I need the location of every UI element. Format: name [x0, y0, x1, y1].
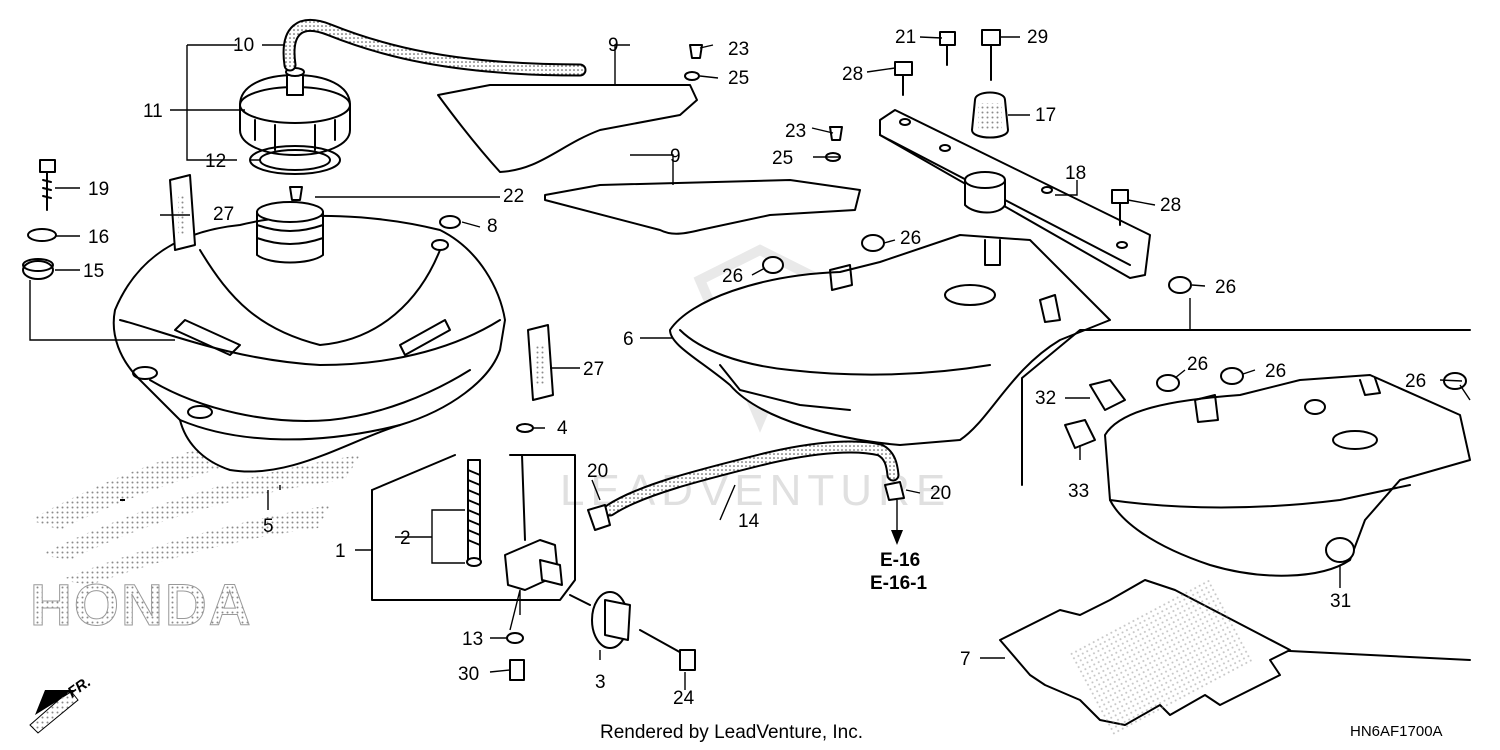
- callout-26-f: 26: [1405, 371, 1426, 392]
- callout-14: 14: [738, 511, 760, 532]
- front-direction-arrow: FR.: [29, 673, 94, 734]
- bolt-28-right: [1111, 189, 1129, 226]
- reference-page-e16: E-16: [880, 550, 920, 571]
- grommet-8: [439, 215, 461, 229]
- cap-gasket: [249, 145, 341, 175]
- reference-page-e16-1: E-16-1: [870, 573, 927, 594]
- clip-32: [1089, 379, 1126, 411]
- callout-18: 18: [1065, 163, 1086, 184]
- diagram-code: HN6AF1700A: [1350, 723, 1443, 740]
- side-cover-upper: [437, 84, 698, 173]
- callout-26-c: 26: [1215, 277, 1236, 298]
- callout-10: 10: [233, 35, 254, 56]
- callout-30: 30: [458, 664, 479, 685]
- hose-clip-20-left: [587, 504, 611, 531]
- callout-28-top: 28: [842, 64, 863, 85]
- collar-16: [27, 228, 57, 242]
- callout-4: 4: [557, 418, 568, 439]
- callout-25-top: 25: [728, 68, 749, 89]
- callout-5: 5: [263, 516, 274, 537]
- callouts: 10 11 12 9 9 23 25 23 25 21 29 28 17 18 …: [83, 27, 1426, 709]
- callout-7: 7: [960, 649, 971, 670]
- screw-23-top: [689, 44, 703, 59]
- callout-27-right: 27: [583, 359, 604, 380]
- fuel-cap: [239, 67, 351, 156]
- grommet-26-e: [1220, 367, 1244, 385]
- luggage-box-detail: [1104, 374, 1471, 577]
- mat-7: [999, 577, 1291, 737]
- rendered-by-credit: Rendered by LeadVenture, Inc.: [600, 722, 863, 743]
- callout-28-right: 28: [1160, 195, 1181, 216]
- clip-33: [1064, 419, 1096, 449]
- callout-9-lower: 9: [670, 146, 681, 167]
- callout-3: 3: [595, 672, 606, 693]
- rubber-17: [971, 91, 1009, 139]
- detail-panel-frame: [1021, 329, 1471, 661]
- grommet-26-c: [1168, 276, 1192, 294]
- honda-logo-text: HONDA: [30, 573, 253, 638]
- callout-12: 12: [205, 151, 226, 172]
- screw-30: [509, 659, 525, 681]
- callout-6: 6: [623, 329, 634, 350]
- callout-23-top: 23: [728, 39, 749, 60]
- leader-lines: [29, 36, 1471, 690]
- callout-8: 8: [487, 216, 498, 237]
- callout-9-top: 9: [608, 35, 619, 56]
- callout-2: 2: [400, 528, 411, 549]
- grommet-26-a: [861, 234, 885, 252]
- callout-31: 31: [1330, 591, 1351, 612]
- callout-23-lower: 23: [785, 121, 806, 142]
- fuel-cock-assembly: [371, 454, 576, 601]
- clip-22: [289, 186, 303, 201]
- washer-4: [516, 423, 534, 433]
- tank-strap-right: [527, 324, 554, 401]
- luggage-box: [669, 234, 1111, 446]
- bolt-24: [639, 629, 696, 671]
- callout-13: 13: [462, 629, 483, 650]
- callout-26-e: 26: [1265, 361, 1286, 382]
- grommet-26-d: [1156, 374, 1180, 392]
- callout-20-right: 20: [930, 483, 951, 504]
- callout-26-d: 26: [1187, 354, 1208, 375]
- grommet-15: [22, 258, 54, 280]
- callout-1: 1: [335, 541, 346, 562]
- callout-27-left: 27: [213, 204, 234, 225]
- callout-22: 22: [503, 186, 524, 207]
- bolt-29: [981, 29, 1001, 81]
- washer-25-top: [684, 71, 700, 81]
- callout-29: 29: [1027, 27, 1048, 48]
- callout-32: 32: [1035, 388, 1056, 409]
- callout-19: 19: [88, 179, 109, 200]
- bracket-18: [879, 109, 1151, 279]
- callout-11: 11: [143, 101, 163, 122]
- callout-15: 15: [83, 261, 104, 282]
- callout-17: 17: [1035, 105, 1056, 126]
- bolt-21: [939, 31, 956, 66]
- screw-23-lower: [829, 126, 843, 141]
- side-cover-lower: [544, 179, 861, 235]
- callout-26-b: 26: [722, 266, 743, 287]
- bolt-28-top: [894, 61, 913, 96]
- callout-25-lower: 25: [772, 148, 793, 169]
- callout-24: 24: [673, 688, 695, 709]
- callout-26-a: 26: [900, 228, 921, 249]
- hose-clip-20-right: [884, 481, 905, 501]
- callout-21: 21: [895, 27, 916, 48]
- lever-3: [569, 591, 631, 649]
- fuel-tank: [112, 201, 506, 501]
- callout-33: 33: [1068, 481, 1089, 502]
- o-ring-13: [506, 632, 524, 644]
- bolt-19: [39, 159, 56, 211]
- grommet-26-b: [762, 256, 784, 274]
- callout-20-left: 20: [587, 461, 608, 482]
- callout-16: 16: [88, 227, 109, 248]
- tank-strap-left: [169, 174, 196, 251]
